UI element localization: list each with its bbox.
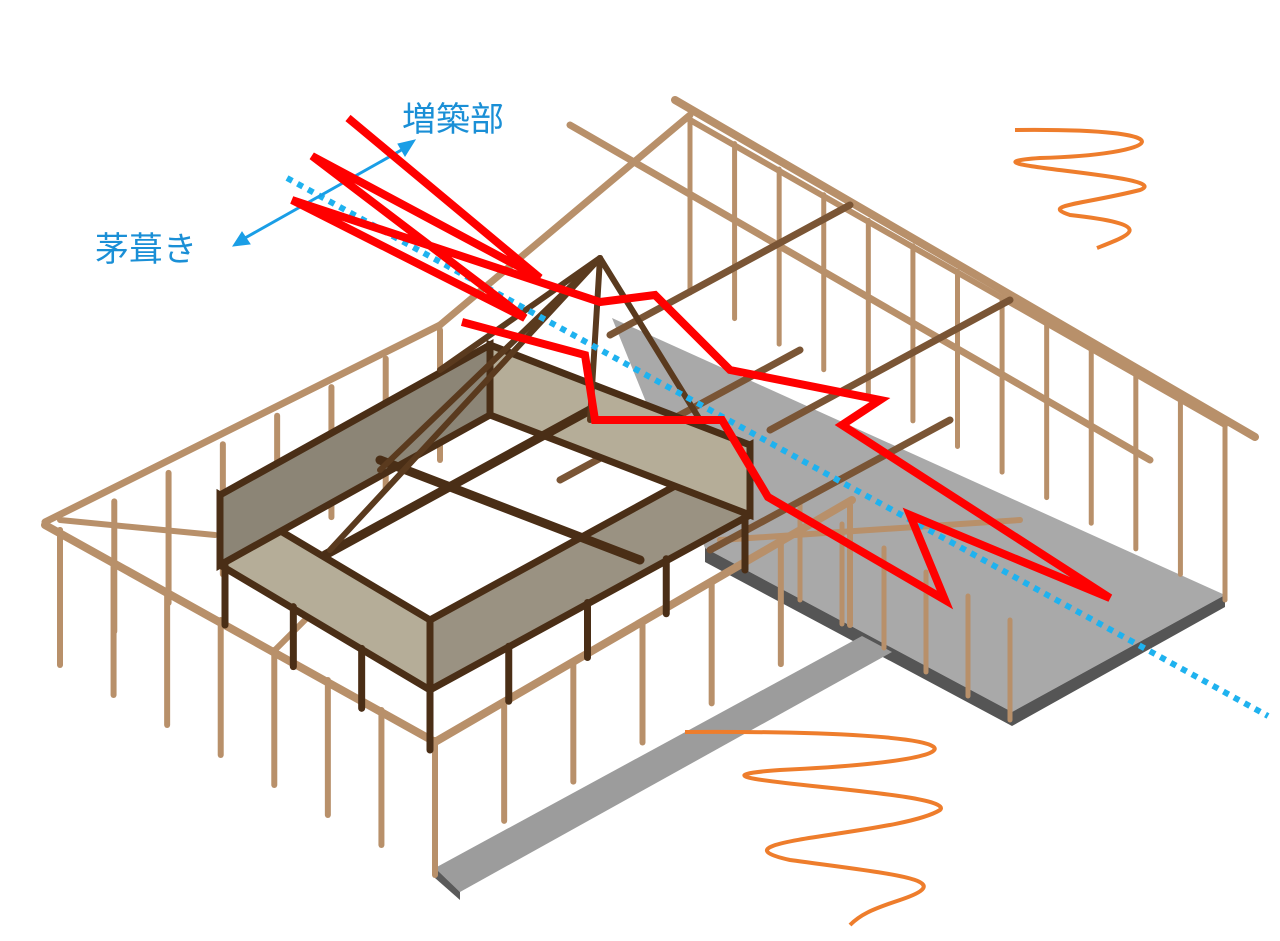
top-beam: [671, 96, 1259, 441]
mid-beam: [320, 405, 595, 560]
front-beam-right: [431, 496, 856, 746]
side-beam: [41, 321, 444, 526]
thatched-core-frame: [216, 255, 754, 754]
roof-beam: [566, 121, 1154, 464]
beam: [717, 517, 1023, 543]
foundation-strip-edge: [435, 868, 460, 900]
front-beam: [41, 521, 439, 746]
extension-slab-edge: [705, 548, 1225, 726]
cross-beam: [706, 416, 954, 554]
thatched-label: 茅葺き: [95, 230, 197, 270]
crack-zigzag: [290, 114, 1113, 610]
rafter: [597, 255, 703, 423]
tie-beam: [57, 517, 218, 538]
cross-beam: [766, 296, 1014, 434]
wall-plate: [687, 117, 1228, 428]
mid-beam-2: [375, 455, 645, 565]
double-arrow-icon: [232, 139, 417, 247]
extension-label: 増築部: [402, 100, 504, 140]
back-left-panel: [216, 339, 494, 571]
cross-beam: [606, 201, 854, 339]
seismic-wave-top: [1013, 127, 1147, 250]
foundation-strip: [435, 636, 892, 892]
seismic-wave-bottom: [684, 729, 943, 927]
